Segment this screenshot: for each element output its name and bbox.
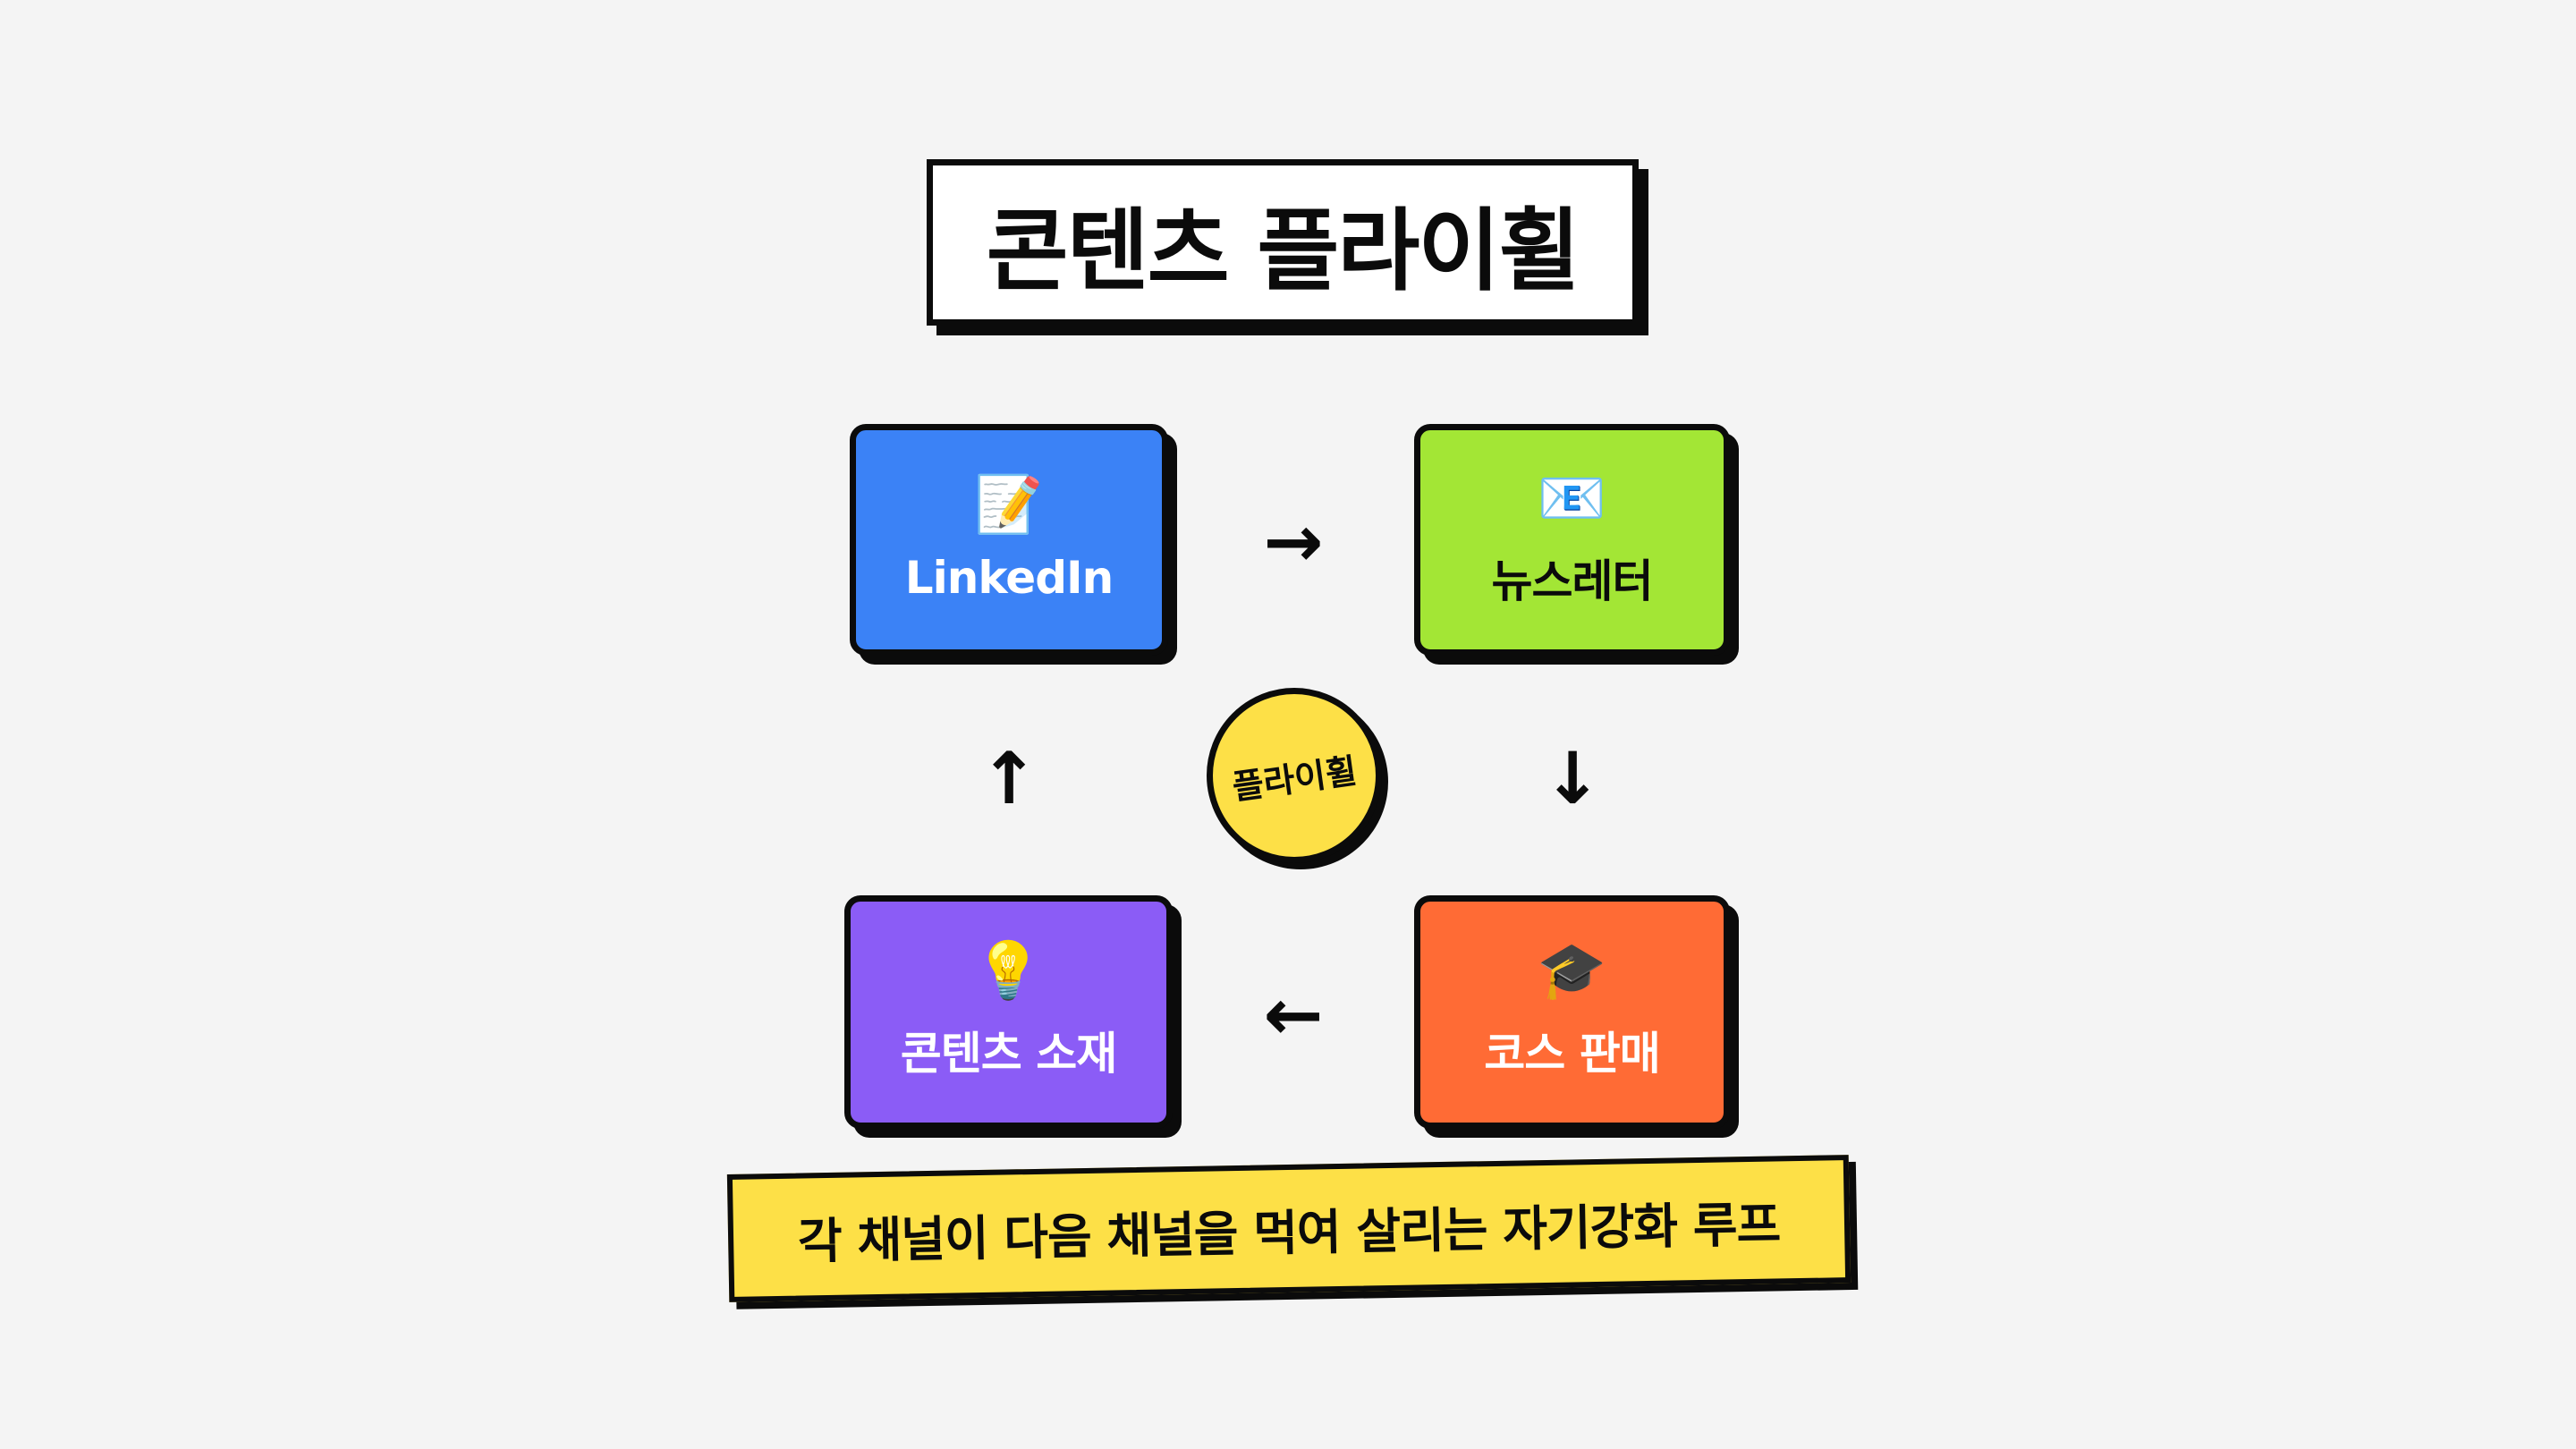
node-course-sales: 🎓 코스 판매: [1414, 895, 1730, 1129]
node-label: LinkedIn: [904, 551, 1114, 604]
caption-banner: 각 채널이 다음 채널을 먹여 살리는 자기강화 루프: [726, 1155, 1852, 1302]
arrow-up-icon: ↑: [979, 737, 1039, 820]
node-newsletter: 📧 뉴스레터: [1414, 424, 1730, 656]
graduation-cap-icon: 🎓: [1537, 936, 1607, 1003]
node-label: 콘텐츠 소재: [900, 1027, 1117, 1080]
node-label: 코스 판매: [1484, 1027, 1660, 1080]
hub-label: 플라이휠: [1230, 750, 1360, 807]
email-icon: 📧: [1537, 464, 1607, 530]
flywheel-hub: 플라이휠: [1207, 688, 1382, 863]
node-content-material: 💡 콘텐츠 소재: [844, 895, 1173, 1129]
arrow-right-icon: →: [1263, 500, 1324, 583]
node-label: 뉴스레터: [1491, 555, 1654, 607]
node-linkedin: 📝 LinkedIn: [850, 424, 1168, 656]
light-bulb-icon: 💡: [973, 936, 1044, 1003]
memo-icon: 📝: [974, 470, 1044, 537]
arrow-left-icon: ←: [1263, 973, 1324, 1056]
arrow-down-icon: ↓: [1542, 737, 1603, 820]
page-title: 콘텐츠 플라이휠: [927, 159, 1639, 326]
